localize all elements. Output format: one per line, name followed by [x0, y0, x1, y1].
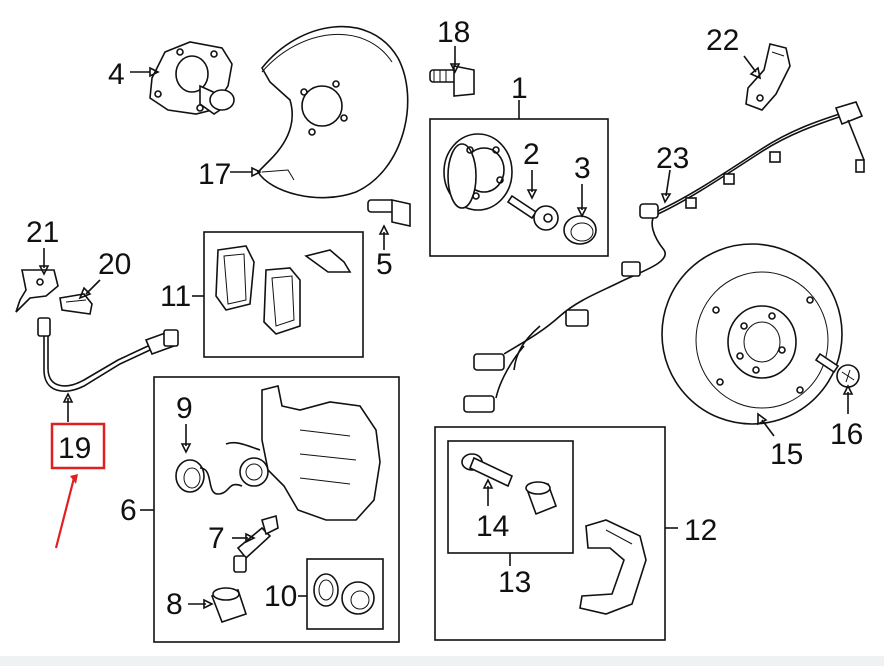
- highlight-arrowhead: [70, 474, 78, 484]
- label-22: 22: [706, 24, 739, 57]
- label-5: 5: [376, 248, 393, 281]
- label-23: 23: [656, 142, 689, 175]
- label-4: 4: [108, 58, 125, 91]
- highlight-box: [50, 422, 106, 470]
- label-2: 2: [523, 138, 540, 171]
- dust-cap-part: [563, 215, 597, 245]
- sensor-harness-part: [463, 101, 865, 413]
- wheel-hub-part: [443, 133, 513, 211]
- pad-group-box: [203, 231, 364, 358]
- label-1: 1: [511, 72, 528, 105]
- bearing-housing-part: [149, 41, 235, 115]
- bleeder-cap-part: [210, 587, 248, 624]
- label-3: 3: [574, 152, 591, 185]
- speed-sensor-part: [745, 43, 791, 111]
- bracket-part: [15, 269, 59, 313]
- bottom-strip: [0, 656, 884, 666]
- label-10: 10: [264, 580, 297, 613]
- label-21: 21: [26, 216, 59, 249]
- bolt-5-part: [367, 199, 411, 227]
- label-17: 17: [198, 158, 231, 191]
- highlight-arrow-line: [54, 477, 76, 549]
- carrier-group-box: [434, 426, 666, 641]
- label-18: 18: [437, 16, 470, 49]
- label-11: 11: [160, 280, 191, 313]
- label-15: 15: [770, 438, 803, 471]
- caliper-part: [225, 385, 381, 521]
- label-6: 6: [120, 494, 137, 527]
- caliper-carrier-part: [579, 519, 647, 615]
- leader-lines: [38, 46, 854, 610]
- guide-bolt-part: [461, 453, 558, 516]
- label-14: 14: [476, 510, 509, 543]
- label-19: 19: [58, 432, 91, 465]
- label-16: 16: [830, 418, 863, 451]
- label-7: 7: [208, 522, 225, 555]
- brake-hose-part: [37, 317, 179, 392]
- label-9: 9: [176, 392, 193, 425]
- hub-bolt-part: [506, 194, 559, 231]
- seal-kit-box: [306, 558, 384, 630]
- piston-seal-part: [313, 573, 375, 615]
- bolt-18-part: [429, 65, 475, 97]
- label-13: 13: [498, 566, 531, 599]
- spring-part: [175, 459, 243, 495]
- clip-part: [59, 293, 93, 315]
- rotor-screw-part: [814, 352, 860, 388]
- dust-shield-part: [256, 25, 409, 199]
- brake-rotor-part: [661, 243, 843, 425]
- brake-pads-part: [215, 245, 352, 335]
- label-8: 8: [166, 588, 183, 621]
- label-12: 12: [684, 514, 717, 547]
- bleeder-screw-part: [233, 514, 279, 573]
- label-20: 20: [98, 248, 131, 281]
